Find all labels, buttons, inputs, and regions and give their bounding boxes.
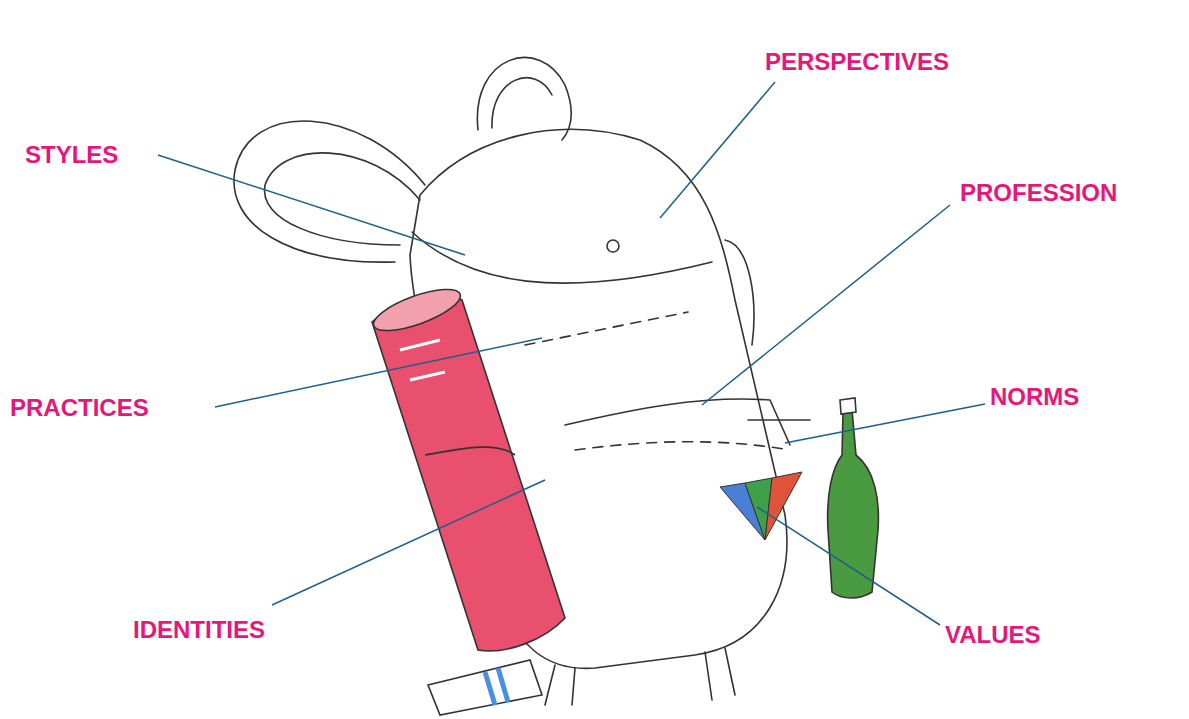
flap-button: [607, 240, 619, 252]
part-label: NORMS: [990, 383, 1079, 411]
roll-band: [425, 447, 515, 455]
backpack-flap: [412, 232, 712, 283]
right-strap: [725, 240, 810, 420]
bottom-roll: [428, 660, 542, 715]
part-label: PERSPECTIVES: [765, 48, 949, 76]
part-label: VALUES: [945, 621, 1041, 649]
leader-line: [702, 205, 950, 405]
flag-red: [765, 472, 802, 540]
leader-line: [215, 338, 542, 407]
bottom-roll-body: [428, 660, 542, 715]
front-pocket: [565, 399, 790, 445]
roll-end: [369, 281, 465, 339]
part-label: PRACTICES: [10, 394, 149, 422]
leader-lines: [158, 82, 985, 625]
leader-line: [757, 507, 940, 625]
sleeping-roll: [369, 281, 565, 651]
bottle: [828, 398, 879, 598]
part-label: IDENTITIES: [133, 616, 265, 644]
flag-badge: [720, 472, 802, 540]
bottle-cap: [840, 398, 856, 414]
leader-line: [660, 82, 775, 218]
top-handle: [477, 57, 571, 140]
left-strap-loop: [234, 121, 425, 262]
roll-body: [372, 294, 565, 651]
leg-right: [705, 648, 735, 700]
top-handle-inner: [492, 78, 552, 128]
part-label: STYLES: [25, 141, 118, 169]
stitch-line: [525, 312, 688, 345]
leader-line: [272, 480, 545, 605]
bottom-roll-stripe: [485, 668, 508, 705]
leader-line: [158, 155, 465, 255]
stitch-line: [575, 442, 790, 450]
left-strap-loop-inner: [264, 153, 420, 245]
leader-line: [785, 404, 985, 443]
part-label: PROFESSION: [960, 179, 1117, 207]
leg-left: [545, 665, 575, 705]
